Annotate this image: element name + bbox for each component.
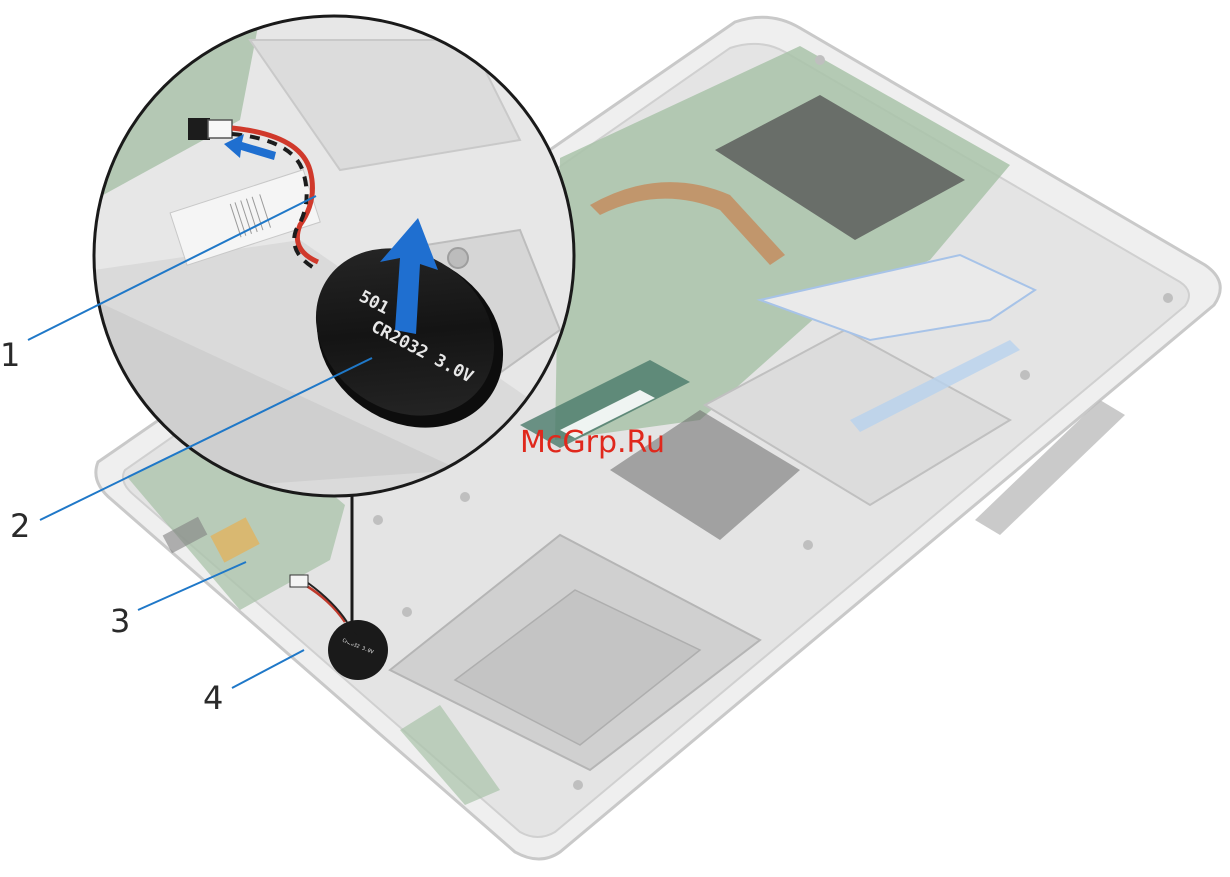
leader-line-4 xyxy=(232,650,304,688)
callout-1: 1 xyxy=(0,336,20,374)
callout-3: 3 xyxy=(110,602,130,640)
battery-cable-connector xyxy=(188,118,232,140)
watermark: McGrp.Ru xyxy=(520,425,665,460)
callout-2: 2 xyxy=(10,507,30,545)
zoom-detail: 501 CR2032 3.0V xyxy=(94,16,574,496)
callout-4: 4 xyxy=(203,679,223,717)
